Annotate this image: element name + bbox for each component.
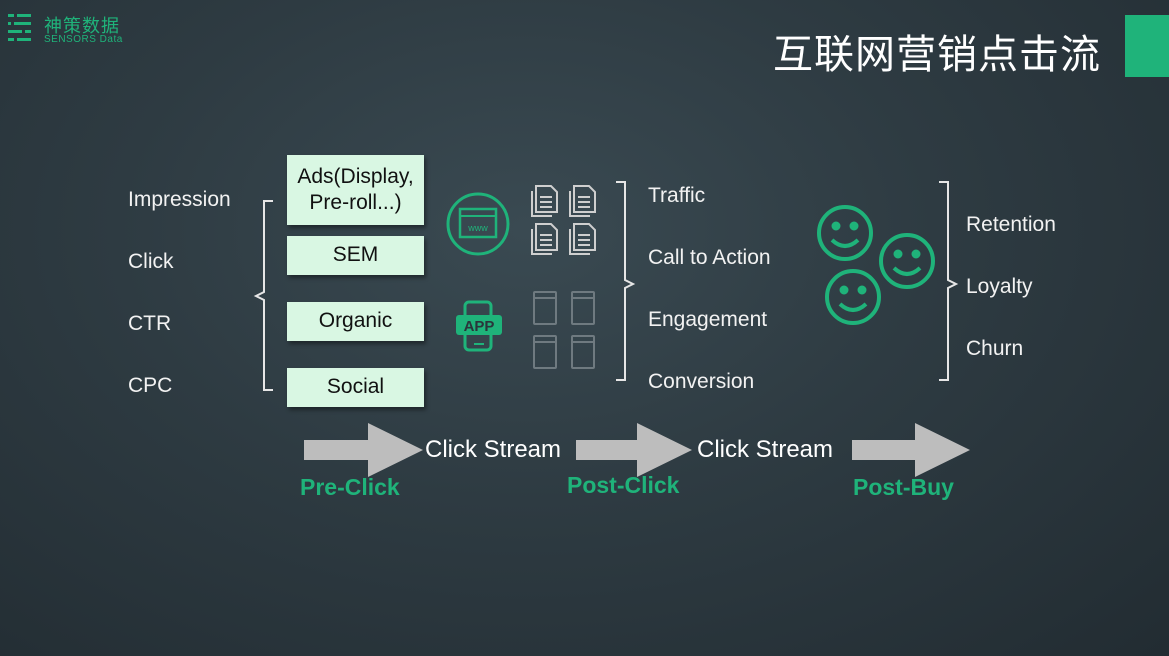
document-icon [569, 185, 596, 217]
channel-organic-box: Organic [287, 302, 424, 341]
metric-cpc: CPC [128, 374, 173, 397]
app-screen-icon [533, 335, 557, 369]
post-buy-loyalty: Loyalty [966, 275, 1033, 298]
post-click-call-to-action: Call to Action [648, 246, 771, 269]
app-screen-icon [571, 335, 595, 369]
metric-click: Click [128, 250, 174, 273]
app-screen-icons [533, 291, 595, 369]
document-icon [569, 223, 596, 255]
arrow-post-buy-icon [852, 423, 970, 477]
click-stream-label-2: Click Stream [697, 436, 834, 463]
channel-sem-box: SEM [287, 236, 424, 275]
arrow-pre-click-icon [304, 423, 423, 477]
channel-social-box: Social [287, 368, 424, 407]
logo-english-text: SENSORS Data [44, 34, 123, 45]
post-buy-retention: Retention [966, 213, 1056, 236]
channel-ads-box: Ads(Display, Pre-roll...) [287, 155, 424, 225]
post-buy-brace-icon [939, 181, 959, 381]
metric-impression: Impression [128, 188, 231, 211]
post-click-brace-icon [616, 181, 636, 381]
document-icon [531, 223, 558, 255]
click-stream-label-1: Click Stream [425, 436, 562, 463]
post-click-traffic: Traffic [648, 184, 706, 207]
title-accent-bar [1125, 15, 1169, 77]
post-click-conversion: Conversion [648, 370, 755, 393]
phase-post-click: Post-Click [567, 472, 680, 498]
post-buy-churn: Churn [966, 337, 1024, 360]
app-screen-icon [533, 291, 557, 325]
slide-title: 互联网营销点击流 [773, 32, 1101, 78]
app-screen-icon [571, 291, 595, 325]
post-click-engagement: Engagement [648, 308, 768, 331]
metric-ctr: CTR [128, 312, 172, 335]
document-icons [531, 185, 596, 255]
smiley-icon [825, 269, 881, 325]
smiley-icon [879, 233, 935, 289]
phase-pre-click: Pre-Click [300, 474, 400, 500]
app-icon-label: APP [464, 318, 495, 335]
app-phone-icon: APP [456, 300, 502, 352]
logo-chinese-text: 神策数据 [44, 16, 120, 37]
arrow-post-click-icon [576, 423, 692, 477]
phase-post-buy: Post-Buy [853, 474, 954, 500]
sensors-logo-icon [8, 14, 31, 41]
document-icon [531, 185, 558, 217]
left-brace-icon [253, 200, 273, 391]
web-browser-icon: www [446, 192, 510, 256]
smiley-icon [817, 205, 873, 261]
web-icon-label: www [467, 223, 488, 233]
